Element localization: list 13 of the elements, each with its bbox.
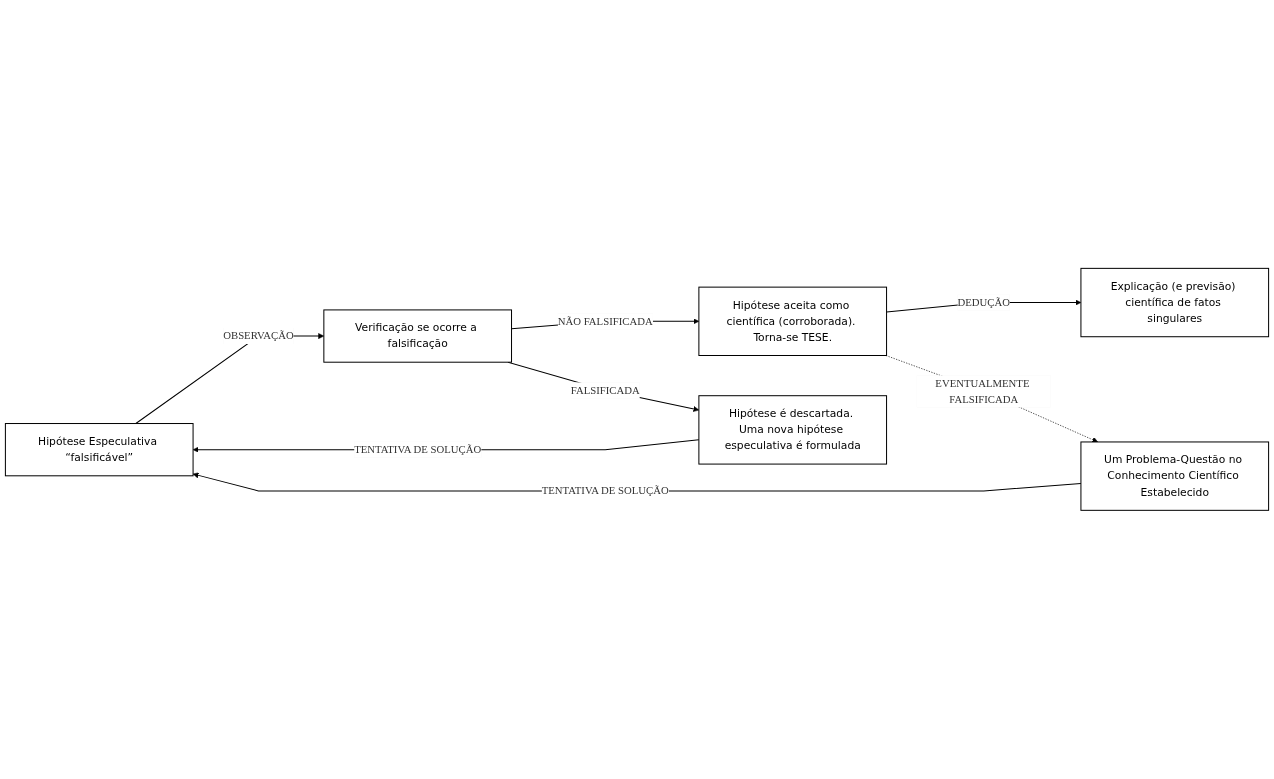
node-box: Hipótese Especulativa “falsificável” <box>4 423 194 477</box>
edge-label: TENTATIVA DE SOLUÇÃO <box>541 485 669 497</box>
node-box: Um Problema-Questão no Conhecimento Científico Estabelecido <box>1080 441 1270 511</box>
node-box: Explicação (e previsão) científica de fatos singulares <box>1080 268 1270 338</box>
edge-label: TENTATIVA DE SOLUÇÃO <box>354 443 482 456</box>
edge-label: FALSIFICADA <box>570 384 640 396</box>
node-box: Hipótese é descartada. Uma nova hipótese especulativa é formulada <box>698 395 888 465</box>
edge-label: EVENTUALMENTE FALSIFICADA <box>935 377 1030 405</box>
edge-label: DEDUÇÃO <box>957 296 1010 309</box>
edge-label: OBSERVAÇÃO <box>223 330 294 342</box>
node-box: Hipótese aceita como científica (corroborada). Torna-se TESE. <box>698 286 888 357</box>
node-box: Verificação se ocorre a falsificação <box>323 309 513 363</box>
edge-label: NÃO FALSIFICADA <box>557 315 653 327</box>
